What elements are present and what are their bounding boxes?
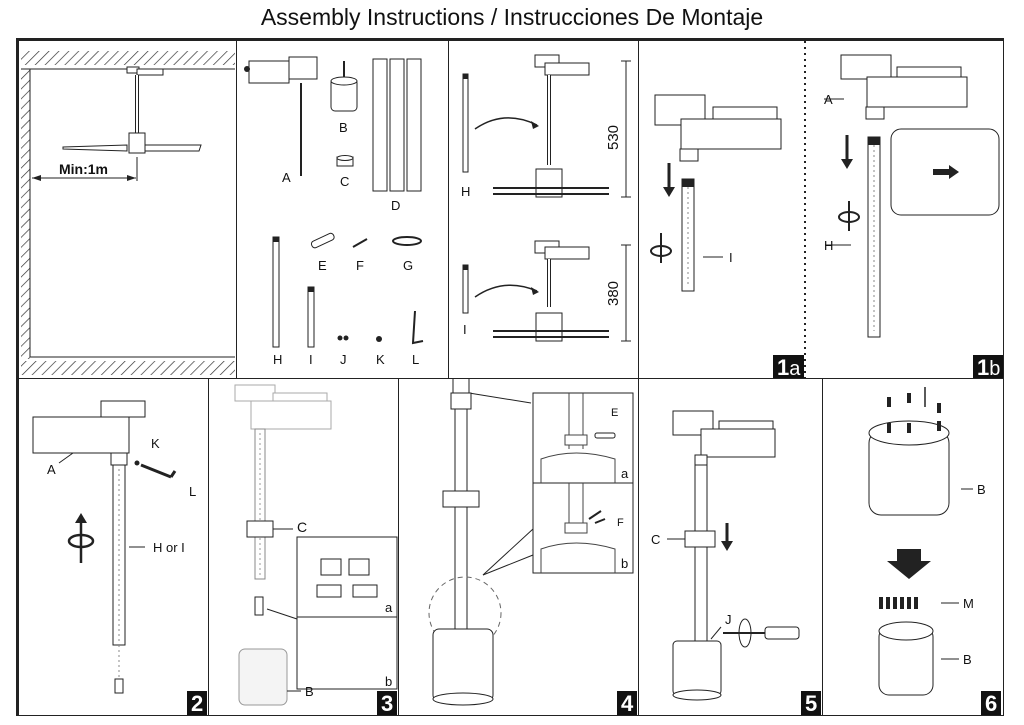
part-a-track-adapter bbox=[244, 56, 318, 176]
panel-step-5: C J 5 bbox=[638, 378, 824, 716]
light-body bbox=[672, 640, 722, 696]
step-3-inset-a-label: a bbox=[385, 600, 393, 615]
step-badge-5: 5 bbox=[801, 691, 822, 715]
step-3-body-label: B bbox=[305, 684, 314, 699]
part-l-hex-key bbox=[411, 310, 424, 345]
part-label-i: I bbox=[309, 352, 313, 367]
fan-motor bbox=[128, 132, 146, 154]
step-badge-2: 2 bbox=[187, 691, 208, 715]
height-h-label: 530 bbox=[605, 124, 623, 151]
ceiling-hatch bbox=[21, 51, 235, 65]
step-1b-rod-label: H bbox=[824, 238, 834, 253]
rod-i-assembly bbox=[462, 240, 631, 342]
part-label-a: A bbox=[282, 170, 291, 185]
step-5-screw-label: J bbox=[725, 612, 732, 627]
panel-step-2: A K L H or I 2 bbox=[18, 378, 210, 716]
step-1b-drawing bbox=[824, 54, 1000, 338]
step-6-body-top-label: B bbox=[977, 482, 986, 497]
inset-b bbox=[296, 616, 398, 690]
step-4-clip-label: F bbox=[617, 517, 624, 529]
part-k-set-screw bbox=[376, 336, 382, 342]
light-body bbox=[238, 648, 288, 706]
screws-top bbox=[887, 393, 941, 433]
part-label-f: F bbox=[356, 258, 364, 273]
part-j-screws bbox=[337, 335, 349, 341]
page-title: Assembly Instructions / Instrucciones De… bbox=[260, 4, 764, 30]
parts-diagram bbox=[244, 56, 424, 348]
part-label-h: H bbox=[273, 352, 283, 367]
light-body bbox=[432, 628, 494, 702]
fan-blade-right bbox=[144, 144, 202, 152]
part-label-j: J bbox=[340, 352, 347, 367]
collar bbox=[442, 490, 480, 508]
instructions-frame: Min:1m bbox=[16, 38, 1004, 716]
panel-step-4: E F a b 4 bbox=[398, 378, 640, 716]
step-4-diagram bbox=[428, 379, 634, 706]
screws-m bbox=[879, 597, 918, 609]
step-4-inset-b-label: b bbox=[621, 556, 629, 571]
rod-h-assembly bbox=[462, 54, 631, 198]
floor-hatch bbox=[21, 361, 235, 375]
step-1a-rod-label: I bbox=[729, 250, 733, 265]
down-arrow bbox=[887, 549, 931, 579]
part-d-covers bbox=[372, 58, 422, 192]
step-badge-4: 4 bbox=[617, 691, 638, 715]
part-label-g: G bbox=[403, 258, 414, 273]
min-distance-label: Min:1m bbox=[59, 161, 108, 177]
step-badge-1b: 1b bbox=[973, 355, 1003, 379]
step-6-screws-label: M bbox=[963, 596, 974, 611]
step-1b-track-label: A bbox=[824, 92, 833, 107]
panel-step-1: I A H 1a 1b bbox=[638, 40, 1004, 380]
step-5-collar-label: C bbox=[651, 532, 661, 547]
step-badge-3: 3 bbox=[377, 691, 398, 715]
part-i-short-rod bbox=[307, 286, 315, 348]
rod-length-diagram bbox=[462, 54, 631, 342]
part-label-b: B bbox=[339, 120, 348, 135]
step-2-track-label: A bbox=[47, 462, 56, 477]
rod-i-label: I bbox=[463, 322, 467, 337]
part-f-clip bbox=[352, 238, 368, 248]
part-e-pin bbox=[310, 232, 335, 249]
step-3-collar-label: C bbox=[297, 519, 308, 535]
step-6-body-bottom-label: B bbox=[963, 652, 972, 667]
rod-h-label: H bbox=[461, 184, 471, 199]
inset-a bbox=[296, 536, 398, 618]
step-4-inset-a-label: a bbox=[621, 466, 629, 481]
wall-hatch bbox=[21, 69, 30, 359]
step-2-screw-label: K bbox=[151, 436, 160, 451]
part-label-d: D bbox=[391, 198, 401, 213]
part-label-l: L bbox=[412, 352, 420, 367]
panel-clearance: Min:1m bbox=[18, 40, 238, 380]
step-4-pin-label: E bbox=[611, 407, 619, 419]
collar bbox=[246, 520, 274, 538]
part-label-e: E bbox=[318, 258, 327, 273]
step-1a-drawing bbox=[650, 94, 782, 292]
step-3-inset-b-label: b bbox=[385, 674, 393, 689]
part-label-c: C bbox=[340, 174, 350, 189]
part-b-light-body bbox=[330, 61, 358, 112]
step-2-diagram bbox=[32, 400, 177, 694]
panel-parts: A B C D E F G H I J K L bbox=[236, 40, 450, 380]
panel-rod-lengths: H I 530 380 bbox=[448, 40, 640, 380]
part-c-collar bbox=[336, 155, 354, 167]
step-3-diagram bbox=[234, 384, 398, 706]
part-g-ring bbox=[392, 236, 422, 246]
room-diagram bbox=[21, 51, 235, 375]
step-badge-1a: 1a bbox=[773, 355, 805, 379]
panel-step-6: B M B 6 bbox=[822, 378, 1004, 716]
step-badge-6: 6 bbox=[981, 691, 1002, 715]
step-1-diagram bbox=[650, 41, 1000, 379]
screwdriver-handle bbox=[764, 626, 800, 640]
part-label-k: K bbox=[376, 352, 385, 367]
collar bbox=[684, 530, 716, 548]
step-5-diagram bbox=[667, 410, 800, 701]
step-6-diagram bbox=[868, 387, 973, 696]
panel-step-3: C B a b 3 bbox=[208, 378, 400, 716]
part-h-long-rod bbox=[272, 236, 280, 348]
step-2-rod-label: H or I bbox=[153, 540, 185, 555]
height-i-label: 380 bbox=[605, 280, 623, 307]
step-2-key-label: L bbox=[189, 484, 197, 499]
fan-blade-left bbox=[62, 144, 128, 152]
